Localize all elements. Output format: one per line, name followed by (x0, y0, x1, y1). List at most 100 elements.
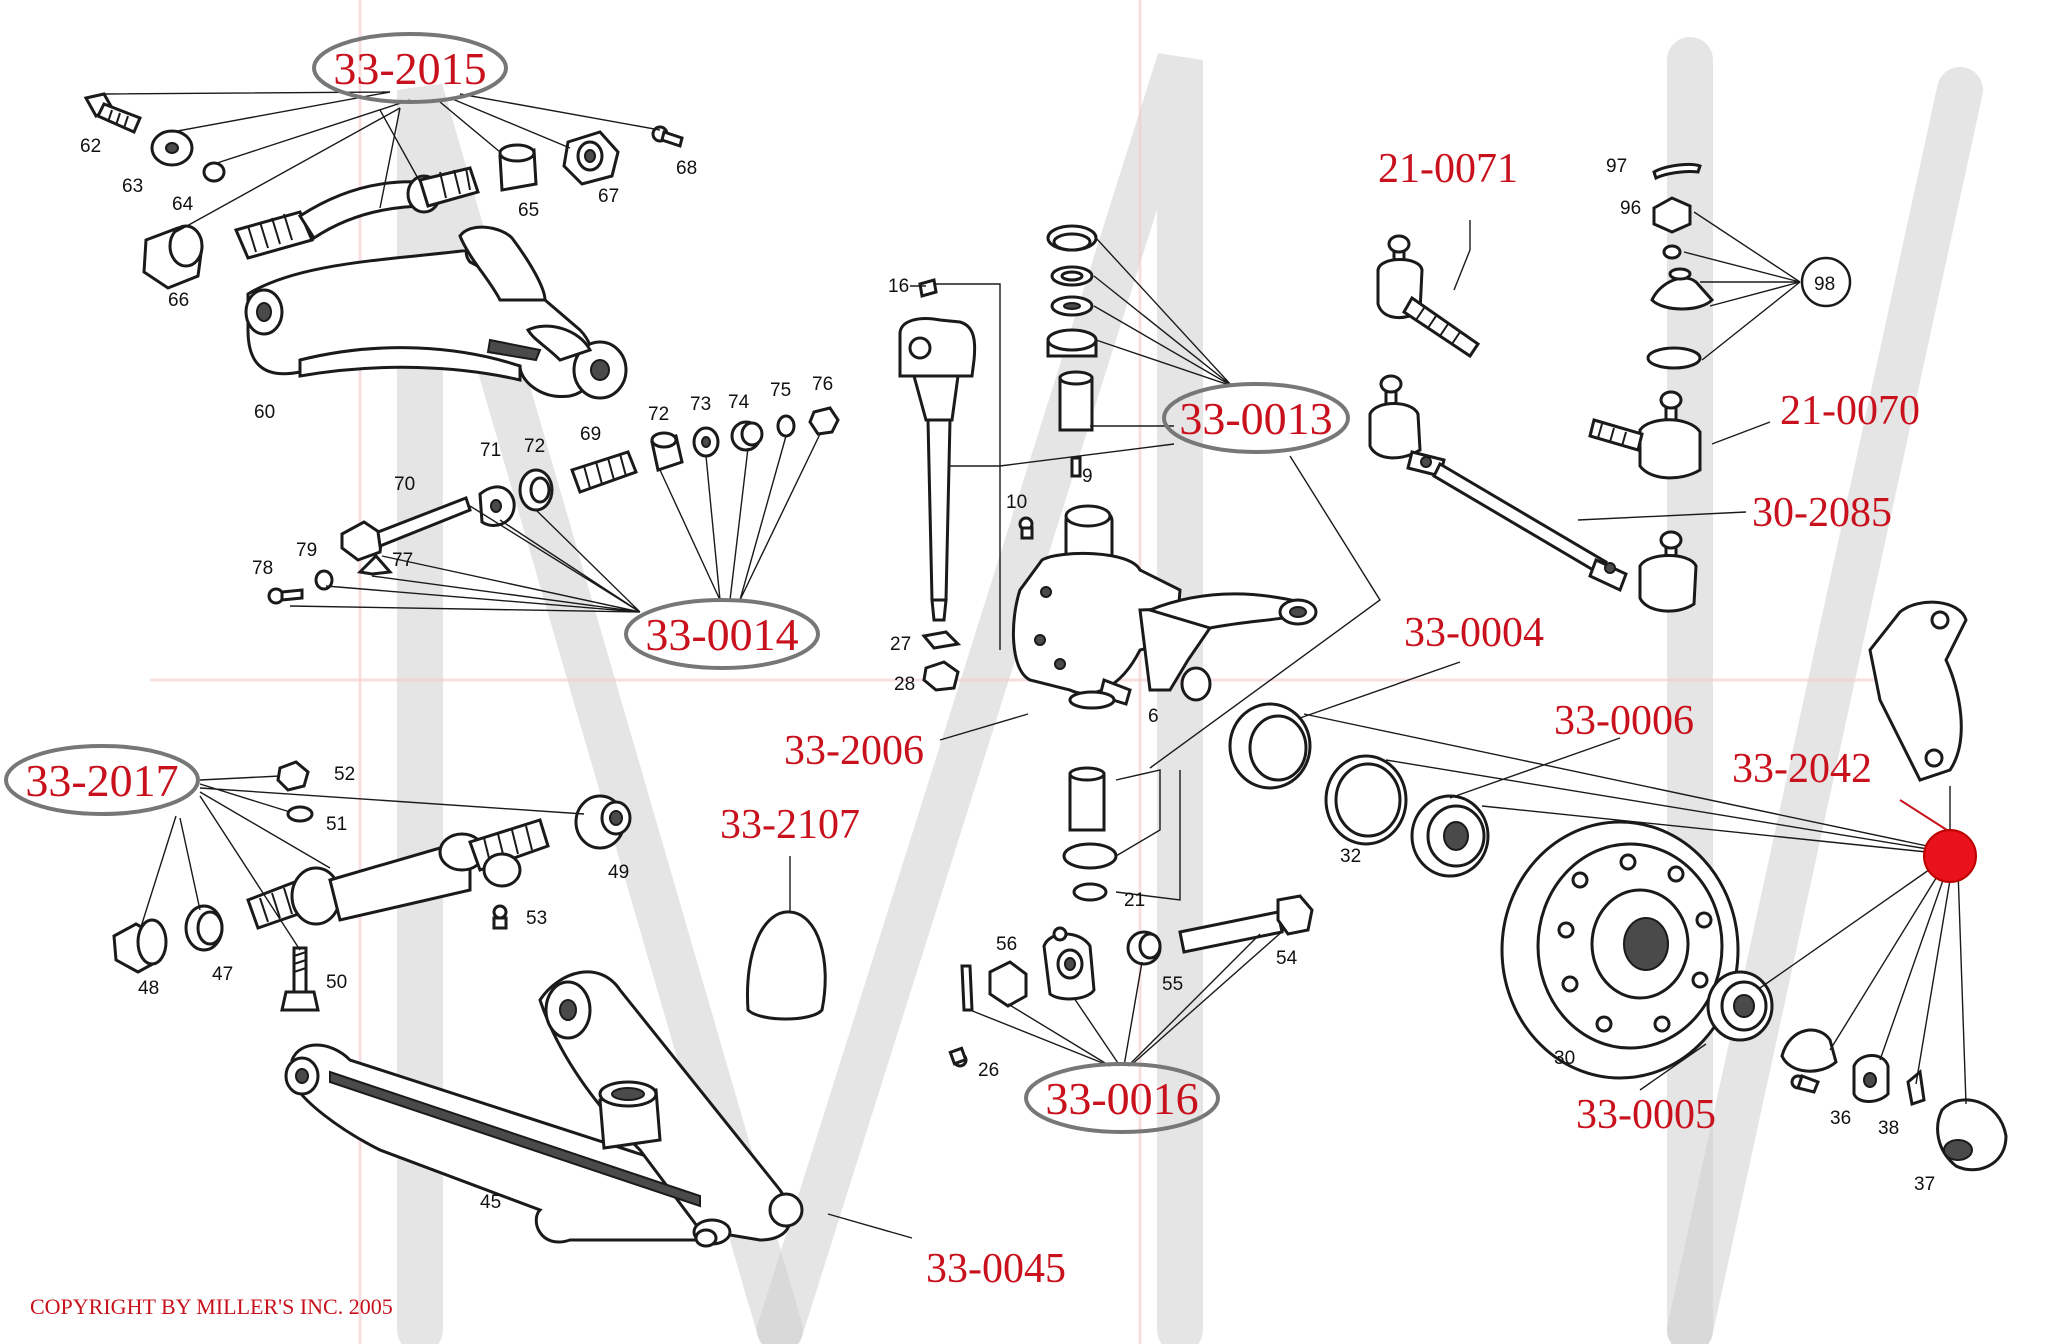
nut-76-icon (808, 406, 840, 436)
fitting-26-icon (948, 1046, 968, 1068)
catalog-label-33-2042[interactable]: 33-2042 (1732, 746, 1872, 792)
part-number: 49 (608, 862, 629, 883)
part-number: 98 (1814, 274, 1835, 295)
hub-kit-marker[interactable] (1923, 829, 1977, 883)
svg-text:21-0071: 21-0071 (1378, 146, 1518, 192)
part-number: 16 (888, 276, 909, 297)
part-number: 69 (580, 424, 601, 445)
svg-text:33-2015: 33-2015 (333, 43, 486, 94)
steering-knuckle-6-icon (1012, 504, 1318, 710)
part-number: 21 (1124, 890, 1145, 911)
part-number: 50 (326, 972, 347, 993)
plug-49-icon (574, 794, 632, 850)
part-number: 48 (138, 978, 159, 999)
hub-cap-icon (745, 856, 827, 1021)
cotter-97-icon (1652, 162, 1702, 181)
catalog-label-21-0071[interactable]: 21-0071 (1378, 146, 1518, 192)
clamp-nut-icon (1852, 1054, 1890, 1103)
ring-32-icon (1324, 754, 1408, 846)
catalog-label-21-0070[interactable]: 21-0070 (1780, 388, 1920, 434)
catalog-label-33-0016[interactable]: 33-0016 (1024, 1062, 1220, 1134)
catalog-label-33-0014[interactable]: 33-0014 (624, 598, 820, 670)
part-number: 54 (1276, 948, 1298, 969)
screw-78-icon (267, 587, 304, 605)
svg-text:33-0006: 33-0006 (1554, 698, 1694, 744)
kingpin-icon (898, 317, 977, 622)
plug-48-icon (112, 918, 168, 974)
catalog-label-33-0005[interactable]: 33-0005 (1576, 1092, 1716, 1138)
part-number: 97 (1606, 156, 1627, 177)
part-number: 64 (172, 194, 194, 215)
washer-64-icon (202, 161, 226, 183)
svg-text:33-2017: 33-2017 (25, 755, 178, 806)
catalog-label-33-0006[interactable]: 33-0006 (1554, 698, 1694, 744)
catalog-label-33-2107[interactable]: 33-2107 (720, 802, 860, 848)
tie-rod-group (1368, 162, 1801, 613)
watermark (150, 0, 1983, 1344)
part-number: 38 (1878, 1118, 1899, 1139)
shield-bracket-icon (1868, 600, 1968, 782)
plate-71-icon (478, 485, 516, 527)
fitting-10-icon (1018, 516, 1034, 540)
upper-a-frame-60-icon (244, 225, 628, 400)
part-number: 30 (1554, 1048, 1575, 1069)
bolt-70-icon (340, 496, 472, 562)
bushing-72-icon (518, 468, 554, 512)
part-number-labels: 62 63 64 66 65 67 68 60 69 70 71 72 72 7… (80, 136, 1935, 1213)
part-number: 73 (690, 394, 711, 415)
part-number: 62 (80, 136, 101, 157)
part-number: 71 (480, 440, 501, 461)
bolt-54-icon (1178, 894, 1314, 954)
part-number: 66 (168, 290, 189, 311)
svg-text:33-2006: 33-2006 (784, 728, 924, 774)
tie-rod-end-right-icon (1588, 390, 1702, 480)
catalog-label-33-0013[interactable]: 33-0013 (1162, 382, 1350, 454)
bushing-55-icon (1126, 930, 1162, 966)
upper-arm-group (83, 91, 684, 400)
bearing-33-0005-icon (1706, 970, 1774, 1042)
nut-52-icon (276, 760, 310, 792)
part-number: 56 (996, 934, 1017, 955)
catalog-label-30-2085[interactable]: 30-2085 (1752, 490, 1892, 536)
screw-36-icon (1790, 1074, 1820, 1094)
washer-75-icon (776, 414, 796, 438)
part-number: 9 (1082, 466, 1093, 487)
catalog-label-33-2017[interactable]: 33-2017 (4, 744, 200, 816)
bushing-72b-icon (650, 431, 684, 472)
part-number: 6 (1148, 706, 1159, 727)
nut-96-icon (1652, 196, 1692, 234)
part-number: 75 (770, 380, 791, 401)
arm-hardware-group (267, 406, 840, 613)
part-number: 78 (252, 558, 273, 579)
fitting-53-icon (492, 904, 508, 930)
bushing-47-icon (184, 904, 224, 952)
nut-67-icon (562, 130, 620, 186)
pin-9-icon (1070, 456, 1082, 478)
catalog-label-33-2015[interactable]: 33-2015 (312, 32, 508, 104)
nut-56-icon (988, 960, 1028, 1008)
part-number: 77 (392, 550, 413, 571)
bearing-33-0006-icon (1410, 794, 1490, 878)
part-number: 45 (480, 1192, 501, 1213)
fitting-68-icon (651, 125, 684, 148)
svg-text:33-0014: 33-0014 (645, 609, 798, 660)
part-number: 26 (978, 1060, 999, 1081)
seal-33-0004-icon (1228, 702, 1312, 790)
svg-text:33-0005: 33-0005 (1576, 1092, 1716, 1138)
part-number: 27 (890, 634, 911, 655)
svg-text:30-2085: 30-2085 (1752, 490, 1892, 536)
catalog-label-33-0004[interactable]: 33-0004 (1404, 610, 1544, 656)
part-number: 67 (598, 186, 619, 207)
svg-text:21-0070: 21-0070 (1780, 388, 1920, 434)
callout-98 (1800, 256, 1852, 308)
seal-lower-icon (1062, 842, 1118, 870)
catalog-label-33-2006[interactable]: 33-2006 (784, 728, 924, 774)
washer-thrust-icon (1780, 1028, 1838, 1073)
catalog-label-33-0045[interactable]: 33-0045 (926, 1246, 1066, 1292)
nut-66-icon (142, 224, 204, 290)
pin-69-icon (570, 450, 638, 494)
bushing-74-icon (730, 420, 764, 452)
part-number: 53 (526, 908, 547, 929)
part-number: 70 (394, 474, 415, 495)
